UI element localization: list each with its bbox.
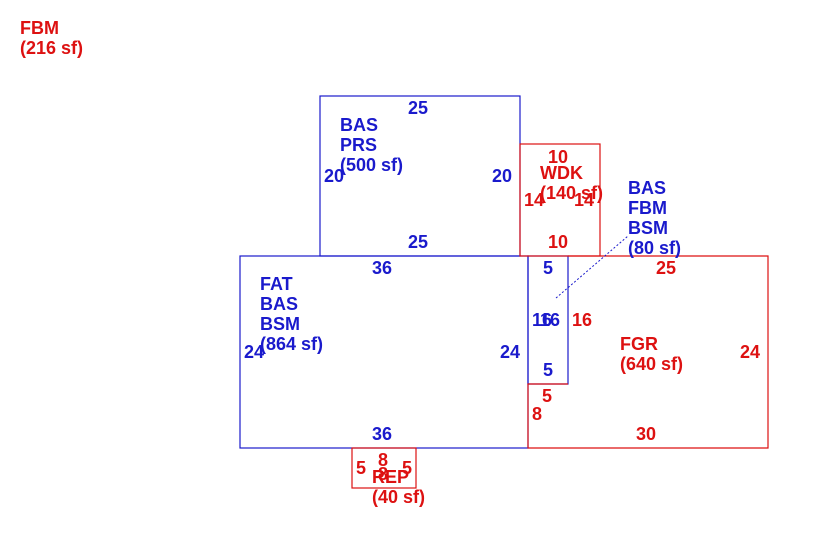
- fbm-name: FBM: [20, 18, 59, 38]
- rep-label: REP: [372, 467, 409, 487]
- fat-bas-bsm-label-1: FAT: [260, 274, 293, 294]
- fgr-dim-left-upper: 16: [572, 310, 592, 330]
- bas-fbm-bsm-dim-right: 16: [540, 310, 560, 330]
- bas-fbm-bsm-dim-bottom: 5: [543, 360, 553, 380]
- bas-prs-label-1: BAS: [340, 115, 378, 135]
- bas-fbm-bsm-label-3: BSM: [628, 218, 668, 238]
- wdk-dim-right: 14: [574, 190, 594, 210]
- fbm-area: (216 sf): [20, 38, 83, 58]
- fgr-dim-top: 25: [656, 258, 676, 278]
- bas-prs-dim-bottom: 25: [408, 232, 428, 252]
- fgr-label: FGR: [620, 334, 658, 354]
- wdk-label: WDK: [540, 163, 583, 183]
- wdk-outline: [519, 143, 601, 257]
- fat-bas-bsm-dim-left: 24: [244, 342, 264, 362]
- rep-dim-right: 5: [402, 458, 412, 478]
- fgr-area: (640 sf): [620, 354, 683, 374]
- fat-bas-bsm-dim-right: 24: [500, 342, 520, 362]
- rep-dim-left: 5: [356, 458, 366, 478]
- bas-prs-area: (500 sf): [340, 155, 403, 175]
- fgr-outline: [527, 255, 769, 449]
- fgr-dim-right: 24: [740, 342, 760, 362]
- bas-fbm-bsm-label-1: BAS: [628, 178, 666, 198]
- bas-prs-dim-top: 25: [408, 98, 428, 118]
- rep-outline: [351, 447, 417, 489]
- wdk-dim-bottom: 10: [548, 232, 568, 252]
- fat-bas-bsm-label-2: BAS: [260, 294, 298, 314]
- fgr-dim-bottom: 30: [636, 424, 656, 444]
- wdk-dim-top: 10: [548, 147, 568, 167]
- fat-bas-bsm-dim-top: 36: [372, 258, 392, 278]
- bas-fbm-bsm-label-2: FBM: [628, 198, 667, 218]
- bas-prs-label-2: PRS: [340, 135, 377, 155]
- bas-fbm-bsm-dim-top: 5: [543, 258, 553, 278]
- bas-prs-dim-right: 20: [492, 166, 512, 186]
- fgr-dim-left-lower: 8: [532, 404, 542, 424]
- wdk-area: (140 sf): [540, 183, 603, 203]
- bas-prs-dim-left: 20: [324, 166, 344, 186]
- bas-fbm-bsm-dim-left: 16: [532, 310, 552, 330]
- fat-bas-bsm-label-3: BSM: [260, 314, 300, 334]
- rep-dim-bottom: 8: [378, 464, 388, 484]
- wdk-dim-left: 14: [524, 190, 544, 210]
- fat-bas-bsm-dim-bottom: 36: [372, 424, 392, 444]
- fat-bas-bsm-area: (864 sf): [260, 334, 323, 354]
- fgr-dim-left-step: 5: [542, 386, 552, 406]
- bas-fbm-bsm-area: (80 sf): [628, 238, 681, 258]
- rep-area: (40 sf): [372, 487, 425, 507]
- rep-dim-top: 8: [378, 450, 388, 470]
